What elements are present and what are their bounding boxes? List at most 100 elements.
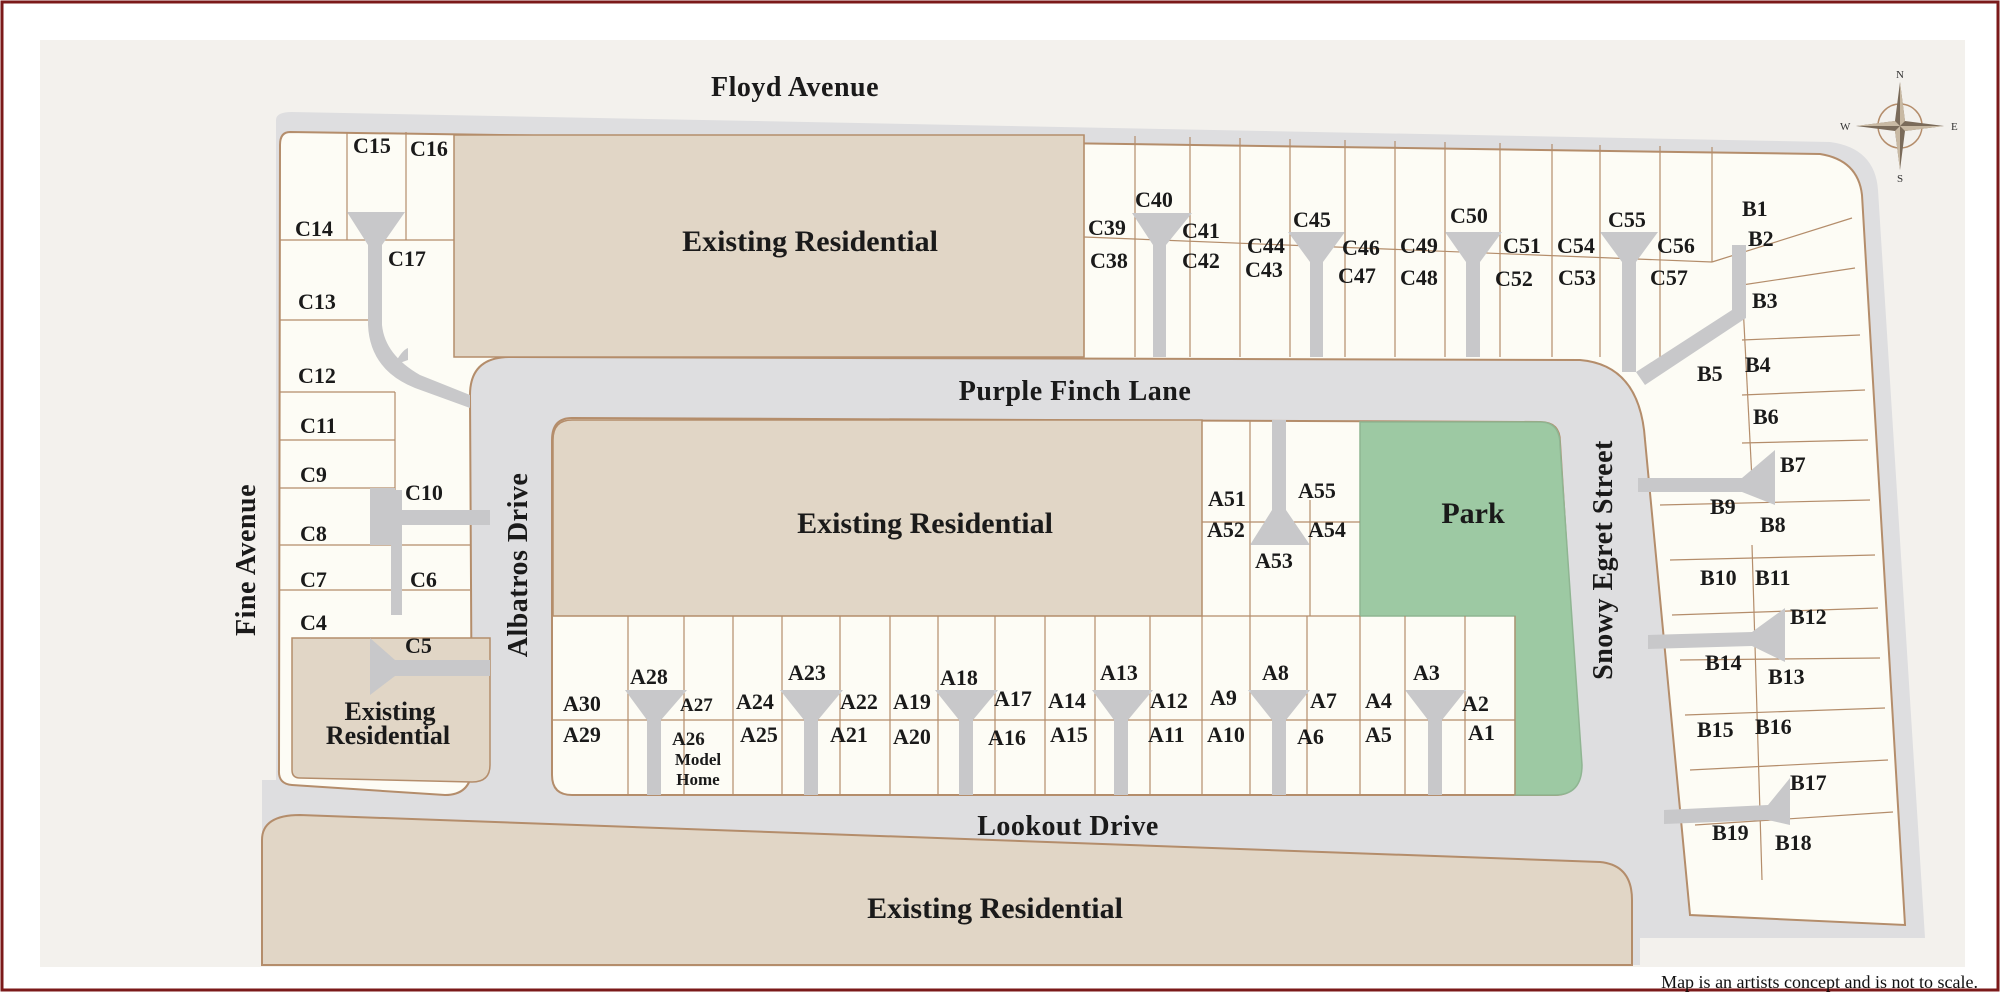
model-home-label-2: Home: [676, 770, 720, 789]
lot-b19: B19: [1712, 820, 1749, 845]
existing-residential-bottom-label: Existing Residential: [867, 892, 1123, 925]
lot-a10: A10: [1207, 722, 1245, 747]
lot-c5: C5: [405, 633, 432, 658]
lot-a17: A17: [994, 686, 1032, 711]
lot-a18: A18: [940, 665, 978, 690]
lot-a21: A21: [830, 722, 868, 747]
street-albatros-drive: Albatros Drive: [503, 473, 534, 658]
lot-c15: C15: [353, 133, 391, 158]
existing-residential-left-label-2: Residential: [326, 721, 450, 750]
lot-c11: C11: [300, 413, 337, 438]
lot-b6: B6: [1753, 404, 1779, 429]
lot-c50: C50: [1450, 203, 1488, 228]
lot-b14: B14: [1705, 650, 1742, 675]
lot-c4: C4: [300, 610, 327, 635]
existing-residential-middle: [552, 419, 1203, 617]
existing-residential-top: [453, 134, 1085, 358]
lot-a7: A7: [1310, 688, 1337, 713]
b-lot-labels: B1 B2 B3 B4 B5 B6 B7 B8 B9 B10 B11 B12 B…: [1697, 196, 1827, 855]
lot-a8: A8: [1262, 660, 1289, 685]
lot-b7: B7: [1780, 452, 1806, 477]
lot-a15: A15: [1050, 722, 1088, 747]
lot-a5: A5: [1365, 722, 1392, 747]
lot-c52: C52: [1495, 266, 1533, 291]
lot-b1: B1: [1742, 196, 1768, 221]
lot-c6: C6: [410, 567, 437, 592]
lot-b17: B17: [1790, 770, 1827, 795]
lot-b3: B3: [1752, 288, 1778, 313]
compass-star: [1856, 82, 1944, 170]
lot-c17: C17: [388, 246, 426, 271]
lot-b16: B16: [1755, 714, 1792, 739]
lot-c16: C16: [410, 136, 448, 161]
lot-a53: A53: [1255, 548, 1293, 573]
lot-a14: A14: [1048, 688, 1086, 713]
lot-a3: A3: [1413, 660, 1440, 685]
park-area: [1359, 421, 1583, 796]
lot-b9: B9: [1710, 494, 1736, 519]
c-lot-labels: C4 C5 C6 C7 C8 C9 C10 C11 C12 C13 C14 C1…: [295, 133, 1695, 658]
lot-c56: C56: [1657, 233, 1695, 258]
lot-c54: C54: [1557, 233, 1595, 258]
street-purple-finch-lane: Purple Finch Lane: [959, 376, 1192, 407]
lot-c44: C44: [1247, 233, 1285, 258]
lot-a19: A19: [893, 689, 931, 714]
lot-a9: A9: [1210, 685, 1237, 710]
driveways: [347, 212, 1790, 825]
park-label: Park: [1441, 497, 1505, 530]
lot-a28: A28: [630, 664, 668, 689]
lot-c51: C51: [1503, 233, 1541, 258]
lot-a11: A11: [1148, 722, 1185, 747]
compass-rose: N S E W: [1840, 69, 1958, 185]
lot-c9: C9: [300, 462, 327, 487]
lot-a25: A25: [740, 722, 778, 747]
lot-c48: C48: [1400, 265, 1438, 290]
lot-a13: A13: [1100, 660, 1138, 685]
lot-a1: A1: [1468, 720, 1495, 745]
lot-c45: C45: [1293, 207, 1331, 232]
lot-c41: C41: [1182, 218, 1220, 243]
lot-c14: C14: [295, 216, 333, 241]
lot-a55: A55: [1298, 478, 1336, 503]
existing-residential-middle-label: Existing Residential: [797, 507, 1053, 540]
lot-a26: A26: [672, 729, 705, 750]
lot-a27: A27: [680, 695, 713, 716]
lot-c57: C57: [1650, 265, 1688, 290]
existing-residential-bottom: [261, 813, 1633, 966]
lot-c42: C42: [1182, 248, 1220, 273]
street-lookout-drive: Lookout Drive: [977, 811, 1159, 842]
lot-a20: A20: [893, 724, 931, 749]
compass-w: W: [1840, 121, 1851, 133]
lot-a16: A16: [988, 725, 1026, 750]
compass-n: N: [1896, 69, 1904, 81]
lot-a30: A30: [563, 691, 601, 716]
compass-star-highlight: [1856, 82, 1944, 170]
lot-a12: A12: [1150, 688, 1188, 713]
street-floyd-avenue: Floyd Avenue: [711, 72, 879, 103]
existing-residential-left-label-1: Existing: [344, 697, 435, 726]
lot-c43: C43: [1245, 257, 1283, 282]
lot-a22: A22: [840, 689, 878, 714]
existing-residential-top-label: Existing Residential: [682, 225, 938, 258]
disclaimer-text: Map is an artists concept and is not to …: [1661, 972, 1978, 992]
lot-a2: A2: [1462, 691, 1489, 716]
lot-c8: C8: [300, 521, 327, 546]
lot-b10: B10: [1700, 565, 1737, 590]
compass-s: S: [1897, 173, 1903, 185]
lot-a54: A54: [1308, 517, 1346, 542]
lot-c47: C47: [1338, 263, 1376, 288]
lot-c53: C53: [1558, 265, 1596, 290]
lot-c10: C10: [405, 480, 443, 505]
lot-c40: C40: [1135, 187, 1173, 212]
compass-e: E: [1951, 121, 1958, 133]
lot-a29: A29: [563, 722, 601, 747]
lot-b12: B12: [1790, 604, 1827, 629]
street-snowy-egret-street: Snowy Egret Street: [1588, 440, 1619, 680]
lot-b2: B2: [1748, 226, 1774, 251]
lot-c39: C39: [1088, 215, 1126, 240]
lot-a51: A51: [1208, 486, 1246, 511]
lot-a23: A23: [788, 660, 826, 685]
lot-b11: B11: [1755, 565, 1790, 590]
lot-b4: B4: [1745, 352, 1771, 377]
